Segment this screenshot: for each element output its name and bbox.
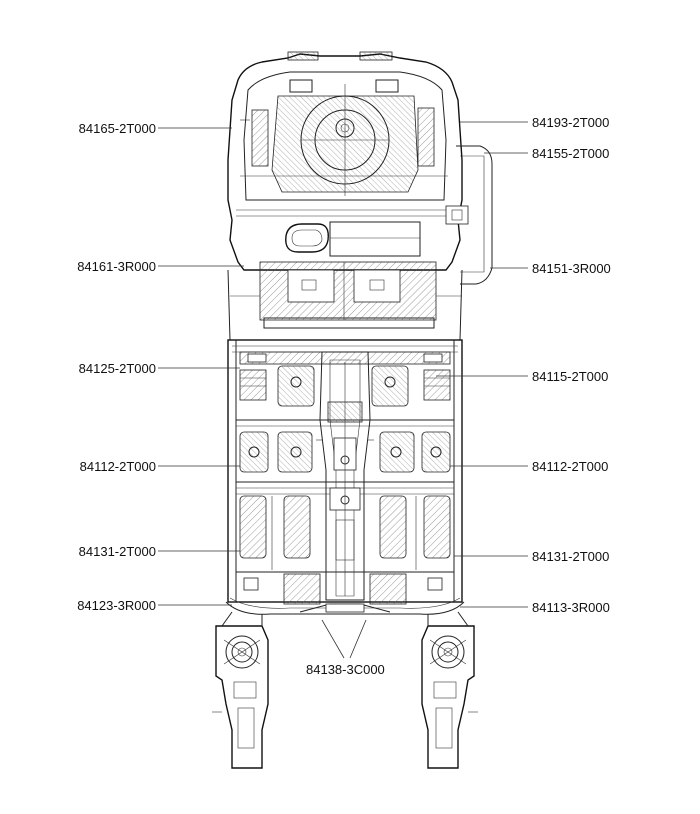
rear-floor-section	[227, 51, 493, 341]
leader-84138-a	[321, 619, 345, 659]
callout-84115-2t000: 84115-2T000	[532, 369, 609, 384]
leader-lines	[158, 121, 528, 659]
callout-84125-2t000: 84125-2T000	[78, 361, 156, 376]
callout-84113-3r000: 84113-3R000	[532, 600, 610, 615]
leader-84138-b	[349, 619, 367, 659]
callout-84193-2t000: 84193-2T000	[532, 115, 610, 130]
callout-84112-2t000-right: 84112-2T000	[532, 459, 609, 474]
callout-84123-3r000: 84123-3R000	[77, 598, 156, 613]
callout-84161-3r000: 84161-3R000	[77, 259, 156, 274]
callout-84151-3r000: 84151-3R000	[532, 261, 611, 276]
callout-84155-2t000: 84155-2T000	[532, 146, 610, 161]
callout-84165-2t000: 84165-2T000	[78, 121, 156, 136]
callout-84131-2t000-right: 84131-2T000	[532, 549, 610, 564]
center-tunnel	[316, 351, 374, 601]
front-side-members	[212, 603, 478, 769]
callout-84138-3c000: 84138-3C000	[306, 662, 385, 677]
callout-84112-2t000-left: 84112-2T000	[79, 459, 156, 474]
main-floor-section	[225, 339, 465, 615]
callout-84131-2t000-left: 84131-2T000	[78, 544, 156, 559]
